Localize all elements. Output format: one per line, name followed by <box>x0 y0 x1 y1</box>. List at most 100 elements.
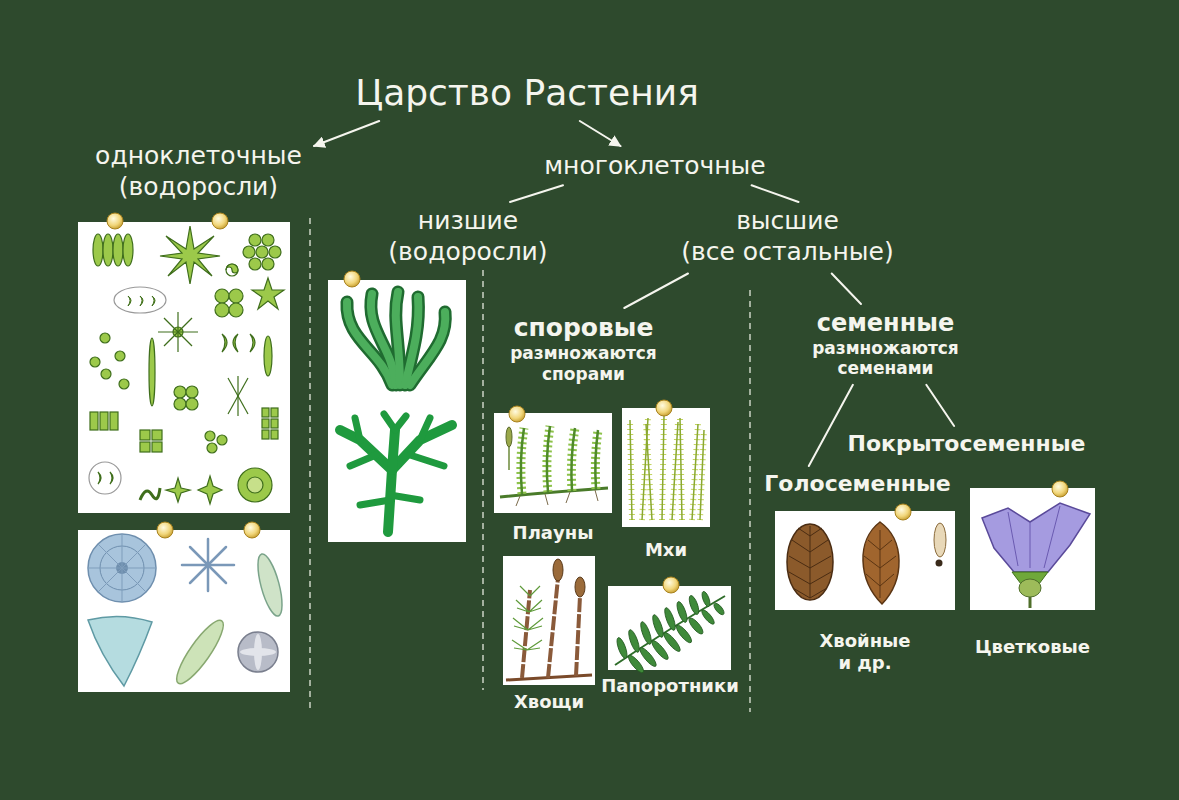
horsetail-card <box>503 556 595 685</box>
diatom-card <box>240 648 276 656</box>
clubmoss-card <box>521 426 598 494</box>
algae-card <box>78 222 290 513</box>
algae-card <box>252 278 284 309</box>
conifer-card <box>810 526 811 598</box>
horsetail-card <box>576 596 580 676</box>
algae-card <box>123 234 133 266</box>
push-pin <box>1052 481 1068 497</box>
fern-card <box>687 594 700 615</box>
seaweed-card <box>340 292 452 532</box>
seaweed-card <box>350 455 376 466</box>
algae-card <box>226 264 238 276</box>
algae-card <box>149 338 155 406</box>
algae-card <box>152 442 162 452</box>
fern-card <box>608 586 731 670</box>
seaweed-card <box>347 292 445 385</box>
flower-card <box>1044 506 1060 568</box>
algae-card <box>243 246 255 258</box>
conifer-card <box>789 526 831 598</box>
push-pin <box>895 504 911 520</box>
moss-card <box>622 408 710 527</box>
algae-card <box>174 386 186 398</box>
algae-card <box>98 472 101 484</box>
algae-card <box>215 289 229 303</box>
push-pin <box>344 271 360 287</box>
connector-line <box>809 385 853 466</box>
moss-card <box>680 418 682 520</box>
algae-card <box>264 336 272 376</box>
algae-card <box>103 234 113 266</box>
seaweed-card <box>410 312 445 385</box>
moss-card <box>672 422 678 520</box>
push-pin <box>107 213 123 229</box>
node-heading: Плауны <box>494 522 612 545</box>
flower-card <box>970 488 1095 610</box>
clubmoss-card <box>566 492 570 503</box>
node-heading: Папоротники <box>597 675 743 698</box>
dashed-divider <box>309 218 311 712</box>
horsetail-card <box>516 600 542 612</box>
algae-card <box>271 408 278 417</box>
seaweed-card <box>395 416 406 430</box>
horsetail-card <box>512 586 543 650</box>
diatom-card <box>170 615 230 689</box>
clubmoss-card <box>521 428 524 494</box>
clubmoss-card <box>595 430 598 489</box>
algae-card <box>119 379 129 389</box>
node-heading: споровые <box>502 312 665 343</box>
clubmoss-card <box>494 413 612 513</box>
algae-card <box>205 431 215 441</box>
node-heading: Покрытосеменные <box>843 430 1090 458</box>
fern-card <box>700 608 716 626</box>
clubmoss-card <box>547 426 550 492</box>
algae-card <box>101 369 111 379</box>
moss-card <box>662 416 664 520</box>
diatom-card <box>253 552 287 618</box>
moss-card <box>646 424 652 520</box>
node-heading: Голосеменные <box>760 470 955 498</box>
algae-card <box>110 412 118 430</box>
dashed-divider <box>749 290 751 712</box>
fern-card <box>627 629 642 654</box>
diatom-card <box>78 530 290 692</box>
group-label: многоклеточные <box>540 150 770 181</box>
algae-card <box>262 408 269 417</box>
fern-card <box>608 586 731 675</box>
card-spacer <box>970 488 1095 636</box>
moss-card <box>630 416 704 520</box>
conifer-card <box>864 530 896 598</box>
diatom-card <box>88 534 156 602</box>
moss-card <box>700 430 704 520</box>
algae-card <box>140 442 150 452</box>
algae-card <box>271 430 278 439</box>
algae-card <box>128 296 131 306</box>
algae-card <box>217 435 227 445</box>
node-heading: Мхи <box>622 539 710 562</box>
algae-card <box>140 488 160 500</box>
node-subtext: размножаются семенами <box>808 338 963 379</box>
push-pin <box>663 577 679 593</box>
horsetail-card <box>553 559 563 581</box>
fern-card <box>639 621 654 646</box>
conifer-card <box>775 511 955 610</box>
picture-card: Плауны <box>494 413 612 545</box>
algae-card <box>89 462 121 494</box>
flower-card <box>1019 579 1041 597</box>
fern-card <box>700 590 711 607</box>
algae-card <box>140 430 150 440</box>
node-heading: Хвощи <box>503 691 595 714</box>
fern-card <box>651 614 666 639</box>
fern-card <box>687 616 705 636</box>
seaweed-card <box>328 280 466 542</box>
seaweed-card <box>420 418 430 440</box>
card-spacer <box>622 408 710 539</box>
node-subtext: размножаются спорами <box>506 343 661 384</box>
seaweed-card <box>350 414 444 505</box>
algae-card <box>115 351 125 361</box>
diatom-card <box>190 547 226 583</box>
node-subtext: (водоросли) <box>384 236 552 267</box>
diatom-card <box>88 616 152 686</box>
